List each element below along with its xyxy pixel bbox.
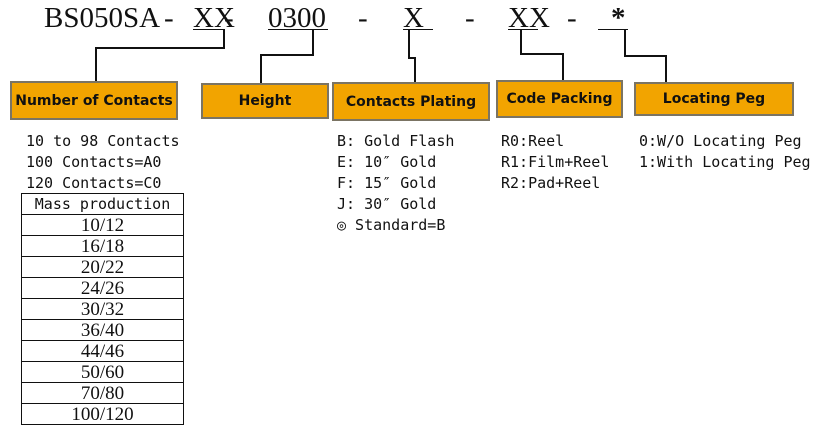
detail-line: R0:Reel (501, 132, 565, 150)
table-cell: 36/40 (21, 319, 184, 341)
connector-segment (562, 53, 564, 80)
table-cell: 100/120 (21, 403, 184, 425)
height-code: 0300 (268, 2, 326, 34)
connector-segment (223, 29, 225, 48)
connector-segment (408, 57, 416, 59)
box-height: Height (201, 83, 329, 119)
detail-line: 120 Contacts=C0 (26, 174, 162, 192)
detail-line: R1:Film+Reel (501, 153, 610, 171)
box-code-packing: Code Packing (496, 80, 623, 118)
box-locating-peg: Locating Peg (634, 82, 794, 116)
connector-segment (260, 54, 314, 56)
detail-line: 100 Contacts=A0 (26, 153, 162, 171)
connector-segment (520, 53, 564, 55)
mass-production-table: Mass production 10/12 16/18 20/22 24/26 … (21, 193, 184, 425)
box-label: Number of Contacts (15, 92, 173, 109)
height-code-underline (268, 29, 328, 30)
detail-line: ◎ Standard=B (337, 216, 446, 234)
separator: - (358, 2, 368, 34)
table-row: 70/80 (21, 382, 184, 404)
box-label: Height (238, 93, 292, 109)
table-header: Mass production (21, 193, 184, 215)
packing-code-underline (508, 29, 538, 30)
table-cell: 10/12 (21, 214, 184, 236)
separator: - (224, 2, 234, 34)
part-prefix: BS050SA (44, 2, 161, 34)
plating-code: X (403, 2, 424, 34)
table-cell: 50/60 (21, 361, 184, 383)
table-row: 36/40 (21, 319, 184, 341)
connector-segment (665, 55, 667, 83)
table-cell: 70/80 (21, 382, 184, 404)
contacts-code-underline (193, 29, 224, 30)
detail-line: 10 to 98 Contacts (26, 132, 180, 150)
table-row: 100/120 (21, 403, 184, 425)
detail-line: R2:Pad+Reel (501, 174, 601, 192)
box-label: Locating Peg (662, 91, 766, 107)
table-row: 20/22 (21, 256, 184, 278)
box-label: Code Packing (506, 91, 613, 107)
table-row: 10/12 (21, 214, 184, 236)
separator: - (465, 2, 475, 34)
box-contacts-plating: Contacts Plating (332, 82, 490, 121)
box-number-of-contacts: Number of Contacts (10, 81, 178, 120)
connector-segment (520, 29, 522, 54)
connector-segment (624, 55, 667, 57)
connector-segment (95, 47, 225, 49)
connector-segment (312, 29, 314, 55)
separator: - (567, 2, 577, 34)
table-cell: 24/26 (21, 277, 184, 299)
peg-code: * (611, 2, 626, 34)
detail-line: B: Gold Flash (337, 132, 455, 150)
plating-code-underline (403, 29, 433, 30)
connector-segment (624, 29, 626, 56)
table-row: 44/46 (21, 340, 184, 362)
table-row: 50/60 (21, 361, 184, 383)
connector-segment (414, 57, 416, 83)
peg-code-underline (598, 29, 628, 30)
table-cell: 16/18 (21, 235, 184, 257)
table-cell: 30/32 (21, 298, 184, 320)
box-label: Contacts Plating (345, 93, 477, 110)
contacts-code: XX (193, 2, 235, 34)
table-row: 24/26 (21, 277, 184, 299)
table-row: Mass production (21, 193, 184, 215)
detail-line: 1:With Locating Peg (639, 153, 811, 171)
table-cell: 44/46 (21, 340, 184, 362)
detail-line: 0:W/O Locating Peg (639, 132, 802, 150)
table-row: 16/18 (21, 235, 184, 257)
detail-line: F: 15″ Gold (337, 174, 437, 192)
connector-segment (260, 54, 262, 84)
connector-segment (408, 29, 410, 59)
connector-segment (95, 47, 97, 81)
detail-line: J: 30″ Gold (337, 195, 437, 213)
separator: - (164, 2, 174, 34)
packing-code: XX (508, 2, 550, 34)
detail-line: E: 10″ Gold (337, 153, 437, 171)
table-row: 30/32 (21, 298, 184, 320)
table-cell: 20/22 (21, 256, 184, 278)
